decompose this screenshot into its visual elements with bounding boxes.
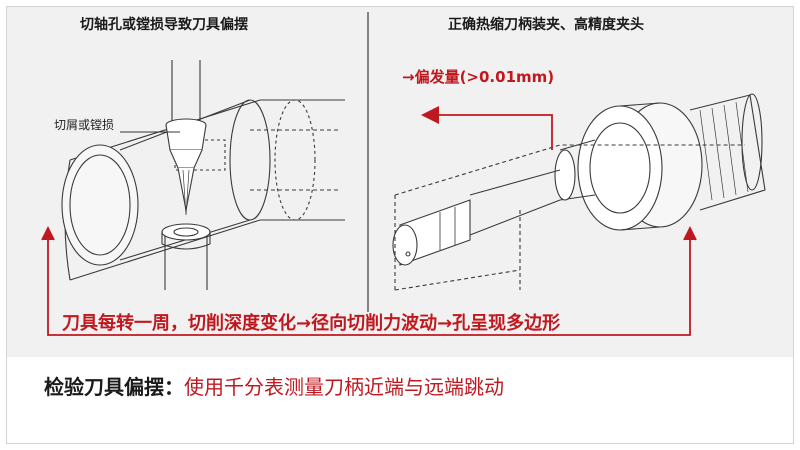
mechanism-bracket (41, 225, 697, 336)
note-body: 使用千分表测量刀柄近端与远端跳动 (184, 375, 504, 399)
note-title: 检验刀具偏摆： (44, 375, 184, 399)
right-illustration (392, 93, 766, 291)
mechanism-text: 刀具每转一周，切削深度变化→径向切削力波动→孔呈现多边形 (62, 313, 561, 334)
left-illustration (61, 60, 345, 290)
runout-label: →偏发量(>0.01mm) (402, 68, 555, 86)
left-panel-title: 切轴孔或镗损导致刀具偏摆 (80, 17, 248, 33)
chip-label: 切屑或镗损 (54, 118, 115, 132)
outer-frame (6, 6, 794, 444)
right-panel-title: 正确热缩刀柄装夹、高精度夹头 (448, 17, 644, 33)
runout-arrow (421, 106, 553, 150)
inspection-note: 检验刀具偏摆：使用千分表测量刀柄近端与远端跳动 (44, 371, 504, 400)
